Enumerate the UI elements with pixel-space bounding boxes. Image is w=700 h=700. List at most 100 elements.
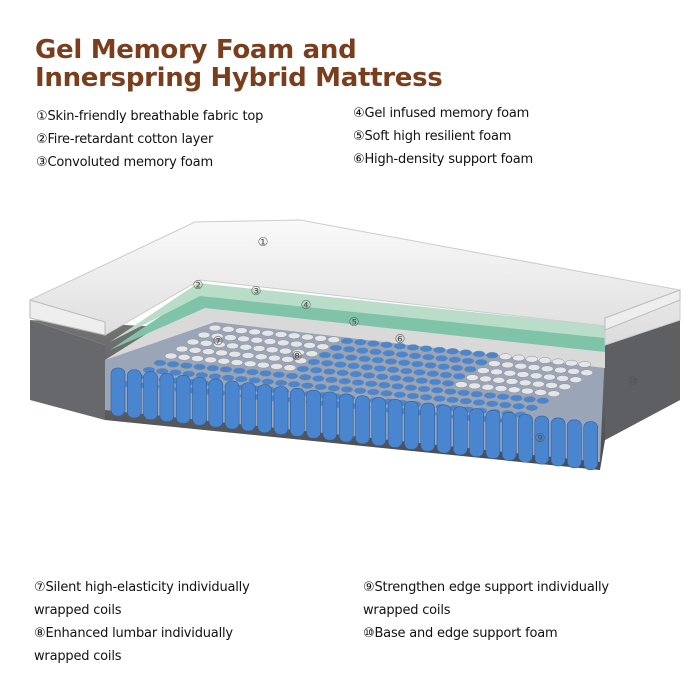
coil-top xyxy=(395,351,409,358)
coil-top xyxy=(191,355,204,362)
coil-top xyxy=(349,370,363,378)
coil-front xyxy=(355,395,370,445)
coil-top xyxy=(444,388,457,395)
left-side-panel xyxy=(30,320,105,420)
coil-top xyxy=(503,369,517,377)
coil-top xyxy=(257,361,270,369)
coil-top xyxy=(287,381,301,388)
coil-top xyxy=(534,389,547,396)
coil-top xyxy=(208,373,222,380)
coil-top xyxy=(375,373,389,381)
coil-top xyxy=(472,350,486,358)
coil-top xyxy=(298,374,312,381)
coil-top xyxy=(325,376,338,384)
coil-top xyxy=(166,361,180,368)
coil-top xyxy=(512,354,525,362)
coil-top xyxy=(292,349,305,356)
coil-front xyxy=(322,391,338,441)
coil-top xyxy=(164,352,178,360)
callout-label: ⑧ xyxy=(292,349,303,363)
coil-top xyxy=(175,345,189,353)
coil-top xyxy=(169,369,182,376)
coil-top xyxy=(567,368,580,375)
coil-front xyxy=(534,415,550,465)
coil-front xyxy=(273,386,289,435)
coil-top xyxy=(329,344,343,352)
coil-top xyxy=(237,335,250,343)
coil-top xyxy=(391,383,404,390)
coil-top xyxy=(547,390,561,397)
coil-top xyxy=(235,327,248,334)
coil-top xyxy=(393,342,407,350)
coil-top xyxy=(252,345,266,352)
coil-top xyxy=(452,373,466,380)
coil-top xyxy=(362,372,376,379)
coil-top xyxy=(177,354,191,361)
coil-front xyxy=(127,369,142,419)
coil-top xyxy=(210,333,224,340)
coil-top xyxy=(402,376,415,383)
coil-top xyxy=(323,368,336,375)
coil-top xyxy=(428,378,442,386)
callout-label: ② xyxy=(193,278,204,292)
coil-top xyxy=(327,336,341,343)
coil-front xyxy=(338,393,354,443)
coil-front xyxy=(550,417,566,467)
coil-front xyxy=(583,421,599,470)
coil-top xyxy=(336,369,349,377)
coil-top xyxy=(367,388,380,396)
coil-front xyxy=(241,382,256,432)
coil-top xyxy=(272,371,286,378)
coil-top xyxy=(578,361,591,368)
coil-top xyxy=(301,333,314,341)
coil-top xyxy=(446,396,459,404)
coil-top xyxy=(259,370,272,377)
coil-top xyxy=(345,354,358,361)
layer-item: wrapped coils xyxy=(363,603,451,618)
coil-top xyxy=(470,390,484,398)
coil-top xyxy=(380,341,393,349)
coil-top xyxy=(314,383,327,391)
layer-item: ④Gel infused memory foam xyxy=(353,106,530,121)
coil-top xyxy=(457,389,470,397)
coil-top xyxy=(437,363,451,370)
coil-top xyxy=(490,368,503,376)
coil-top xyxy=(532,380,545,388)
foam-layer-5 xyxy=(110,290,605,352)
coil-top xyxy=(287,332,301,340)
coil-front xyxy=(485,410,501,459)
callout-label: ④ xyxy=(301,298,312,312)
coil-top xyxy=(261,329,275,337)
coil-top xyxy=(472,399,486,406)
coil-front xyxy=(208,378,224,428)
coil-top xyxy=(481,383,495,391)
coil-top xyxy=(510,394,523,402)
coil-top xyxy=(501,361,514,369)
coil-top xyxy=(556,375,569,382)
coil-top xyxy=(340,386,354,393)
coil-top xyxy=(415,377,429,384)
callout-label: ⑥ xyxy=(395,332,406,346)
coil-top xyxy=(499,353,512,360)
coil-top xyxy=(369,348,382,356)
coil-front xyxy=(452,406,468,456)
coil-top xyxy=(461,357,475,365)
coil-top xyxy=(270,363,283,370)
coil-top xyxy=(406,392,420,400)
coil-top xyxy=(301,382,314,389)
coil-front xyxy=(469,408,484,458)
coil-top xyxy=(459,349,473,356)
coil-top xyxy=(378,381,391,389)
coil-top xyxy=(463,366,477,373)
coil-top xyxy=(358,355,371,363)
coil-top xyxy=(408,352,422,360)
coil-top xyxy=(479,375,492,383)
coil-top xyxy=(459,397,473,405)
coil-top xyxy=(435,355,448,362)
coil-top xyxy=(466,374,479,381)
coil-top xyxy=(290,340,303,348)
coil-front xyxy=(257,384,273,433)
coil-top xyxy=(342,346,356,353)
coil-top xyxy=(274,379,288,387)
coil-top xyxy=(468,382,481,390)
